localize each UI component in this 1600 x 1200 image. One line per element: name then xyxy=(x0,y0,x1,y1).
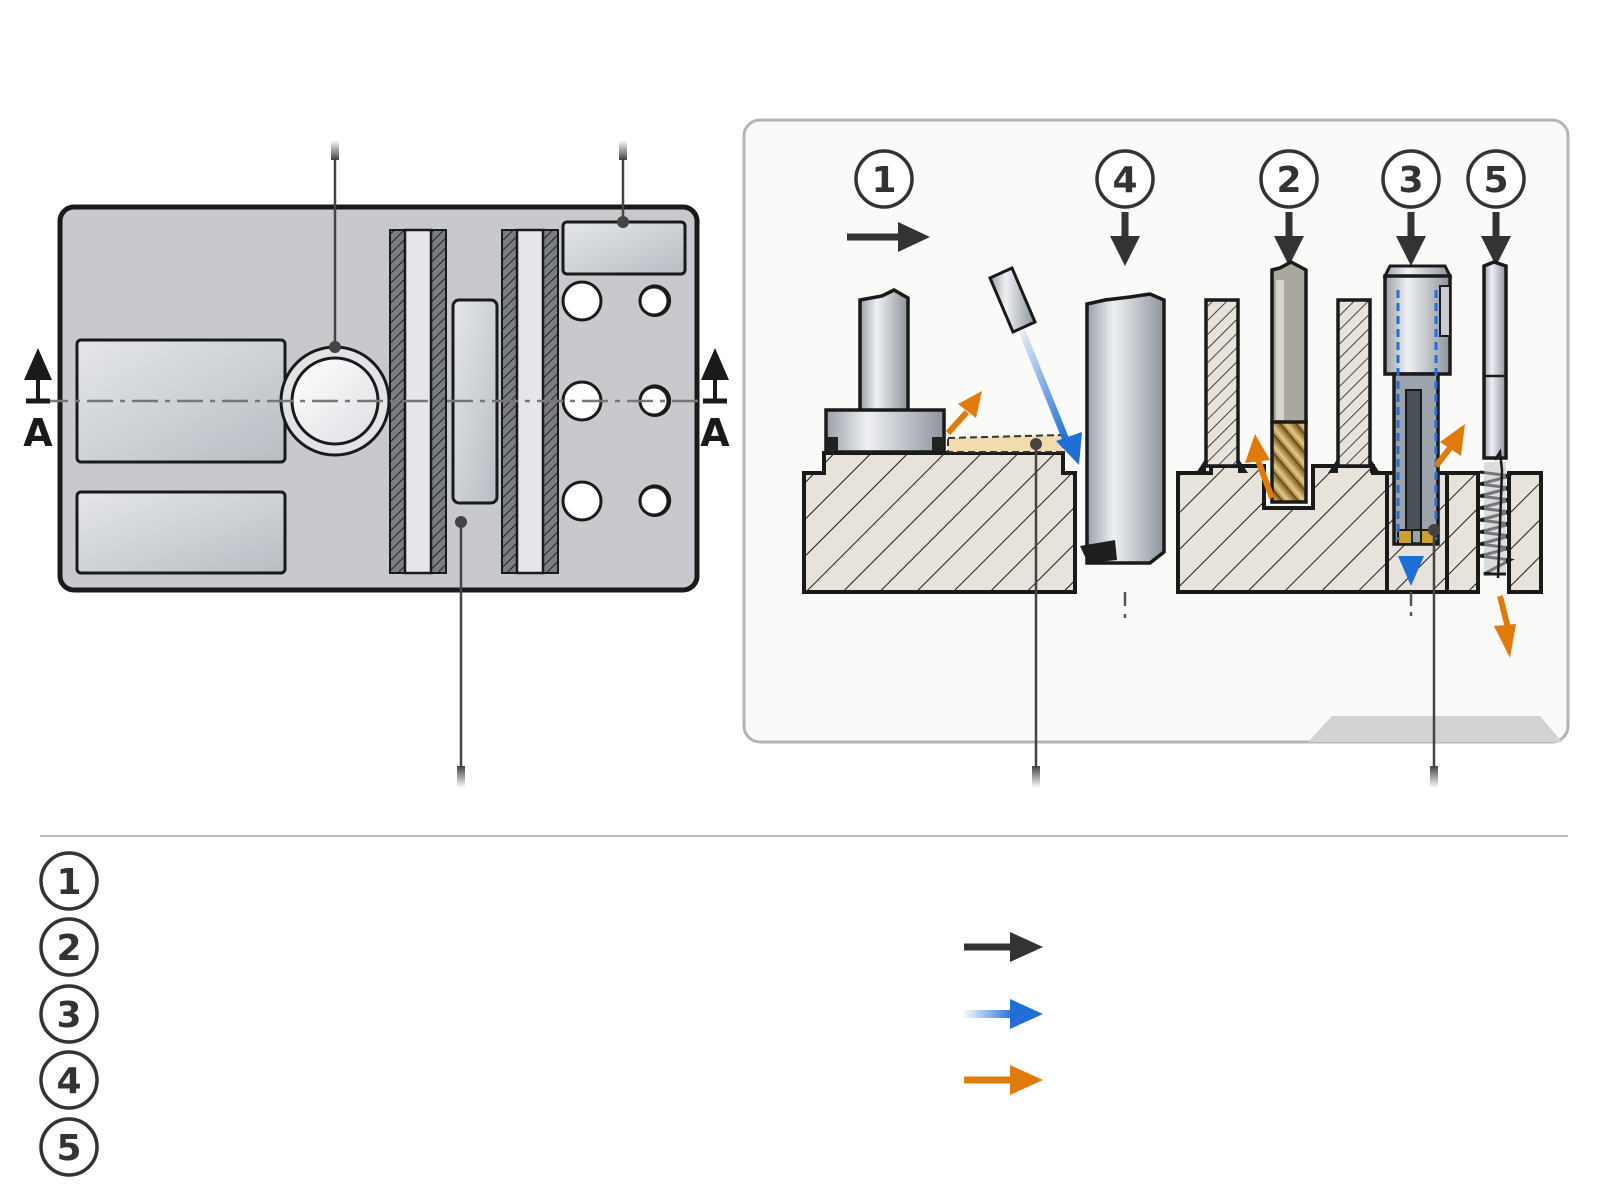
feed-arrow-3 xyxy=(1396,212,1426,266)
face-mill xyxy=(824,288,946,454)
legend-item-2: 2 xyxy=(39,917,99,977)
section-panel: 1 4 2 3 5 xyxy=(742,118,1570,788)
svg-text:4: 4 xyxy=(1112,160,1137,201)
callout-1: 1 xyxy=(854,149,914,209)
boring-tool xyxy=(1080,292,1166,618)
feed-arrow-5 xyxy=(1481,212,1511,266)
rib-right xyxy=(1336,298,1372,468)
workpiece-section-right-mid xyxy=(1445,471,1480,594)
chip-arrow-endmill xyxy=(1245,434,1275,500)
end-mill xyxy=(1270,260,1308,504)
feed-arrow-2 xyxy=(1274,212,1304,266)
svg-text:5: 5 xyxy=(56,1128,81,1169)
section-letter-left: A xyxy=(23,411,53,455)
svg-text:5: 5 xyxy=(1483,160,1508,201)
legend-arrow-chips xyxy=(964,1065,1043,1095)
section-letter-right: A xyxy=(700,411,730,455)
coolant-exit-arrow xyxy=(1398,556,1424,586)
coolant-nozzle xyxy=(988,265,1037,335)
coolant-jet xyxy=(1018,329,1082,465)
svg-text:4: 4 xyxy=(56,1061,81,1102)
small-pocket xyxy=(561,220,687,276)
callout-4: 4 xyxy=(1095,149,1155,209)
chip-arrow-drill xyxy=(1433,424,1465,468)
tap xyxy=(1479,260,1515,579)
legend-item-1: 1 xyxy=(39,851,99,911)
svg-text:2: 2 xyxy=(56,928,81,969)
drilled-hole-1 xyxy=(561,280,603,322)
leader-lines-section xyxy=(1030,438,1440,788)
legend: 1 2 3 4 5 xyxy=(39,851,1043,1177)
svg-text:3: 3 xyxy=(56,995,81,1036)
callout-2: 2 xyxy=(1259,149,1319,209)
callout-5: 5 xyxy=(1466,149,1526,209)
rib-left xyxy=(1204,298,1240,468)
tapped-hole-1 xyxy=(638,284,672,317)
feed-arrow-4 xyxy=(1110,212,1140,266)
chip-arrow-tap xyxy=(1494,595,1516,658)
pocket-lower xyxy=(75,490,287,575)
section-marker-right: A xyxy=(700,348,730,455)
section-marker-left: A xyxy=(23,348,53,455)
face-cut-layer xyxy=(947,433,1064,453)
svg-text:1: 1 xyxy=(871,160,896,201)
callout-3: 3 xyxy=(1381,149,1441,209)
tapped-hole-3 xyxy=(638,484,672,517)
legend-item-4: 4 xyxy=(39,1050,99,1110)
feed-arrow-1 xyxy=(847,222,930,252)
legend-item-5: 5 xyxy=(39,1117,99,1177)
workpiece-section-left xyxy=(802,451,1077,594)
top-view: A A xyxy=(23,140,730,788)
workpiece-section-right-end xyxy=(1507,471,1543,594)
chip-arrow-face xyxy=(945,391,982,436)
leader-lines-top-view xyxy=(329,140,629,788)
svg-text:3: 3 xyxy=(1398,160,1423,201)
svg-text:1: 1 xyxy=(56,862,81,903)
drilled-hole-3 xyxy=(561,480,603,522)
svg-text:2: 2 xyxy=(1276,160,1301,201)
legend-arrow-feed xyxy=(964,932,1043,962)
legend-item-3: 3 xyxy=(39,984,99,1044)
legend-arrow-coolant xyxy=(962,999,1043,1029)
